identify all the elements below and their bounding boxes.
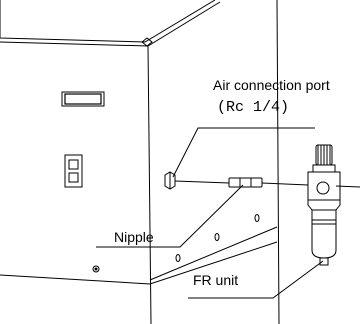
side-hole-2 — [214, 233, 220, 241]
front-bolt — [92, 265, 100, 273]
switch-box — [64, 154, 83, 188]
switch-upper — [68, 159, 79, 170]
leader-nipple — [96, 184, 244, 248]
fr-drain — [319, 257, 329, 266]
leader-fr-unit — [188, 260, 324, 299]
nipple — [228, 177, 263, 188]
cabinet-base-front — [0, 241, 278, 285]
front-bolt-center — [94, 267, 98, 271]
pipe-nipple-to-fr — [261, 182, 309, 186]
fr-bonnet — [312, 164, 336, 173]
cabinet-base-rail — [149, 226, 278, 281]
fr-bowl — [311, 209, 337, 259]
fr-gauge-port — [316, 181, 330, 195]
cabinet-side-edge — [276, 0, 280, 324]
label-air-connection-port: Air connection port — [213, 77, 330, 93]
pipe-port-to-nipple — [174, 180, 230, 184]
cabinet-front-edge — [147, 45, 152, 324]
side-hole-3 — [254, 214, 260, 222]
cabinet-top-edge — [0, 0, 216, 43]
switch-lower — [68, 172, 79, 183]
nameplate — [61, 91, 105, 107]
leader-air-port — [172, 127, 315, 178]
label-nipple: Nipple — [114, 229, 154, 245]
label-port-thread: (Rc 1/4) — [217, 99, 290, 116]
fr-unit — [307, 144, 341, 266]
nameplate-inner — [64, 93, 102, 105]
label-fr-unit: FR unit — [193, 272, 239, 288]
side-hole-1 — [175, 254, 181, 262]
cabinet-corner-bolt — [141, 37, 153, 47]
fr-body — [307, 171, 341, 211]
